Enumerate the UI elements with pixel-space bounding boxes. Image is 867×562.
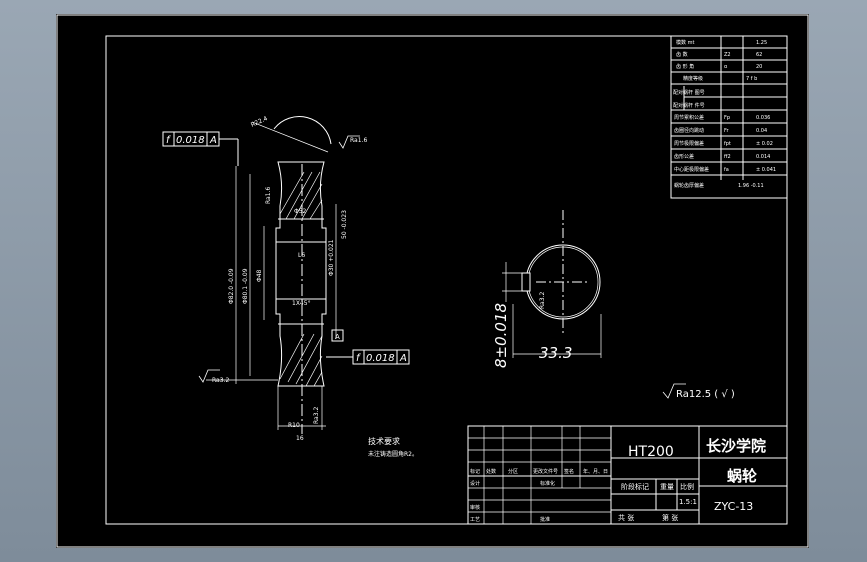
ra32-lower-label: Ra3.2 — [313, 407, 320, 424]
param-sym-7: Fr — [724, 128, 730, 134]
param-label-2: 齿 形 角 — [676, 63, 694, 70]
hatch-upper — [279, 171, 323, 220]
keyway-view: 8±0.018 33.3 Ra3.2 — [492, 210, 602, 368]
datum-a-label: A — [335, 333, 340, 341]
ra32-keyway-label: Ra3.2 — [539, 292, 546, 309]
title-block: HT200 长沙学院 蜗轮 ZYC-13 阶段标记 重量 比例 1.5:1 共 … — [467, 425, 788, 525]
ra-symbol-bottom — [198, 369, 220, 383]
param-value-11: 1.96 -0.11 — [738, 183, 764, 189]
header-mark: 标记 — [470, 468, 480, 475]
fcf-top-symbol: f — [166, 135, 171, 146]
param-value-7: 0.04 — [756, 128, 767, 134]
param-label-5: 配对蜗杆 件号 — [673, 102, 705, 109]
dim-d82-label: Φ82.0 -0.09 — [228, 268, 235, 304]
std-label: 标准化 — [540, 480, 555, 487]
fcf-bottom-value: 0.018 — [366, 353, 395, 364]
param-value-10: ± 0.041 — [756, 167, 776, 173]
param-sym-8: fpt — [724, 141, 731, 147]
param-sym-10: fa — [724, 167, 729, 173]
inner-border — [105, 35, 788, 525]
dim-phi50-label: 50 -0.023 — [341, 210, 348, 239]
school-label: 长沙学院 — [706, 437, 766, 455]
worm-arc — [273, 116, 332, 145]
designer-label: 设计 — [470, 480, 480, 487]
param-sym-6: Fp — [724, 115, 730, 121]
fcf-bottom: f 0.018 A — [326, 349, 410, 365]
param-label-10: 中心距极限偏差 — [674, 166, 709, 173]
drawing-svg: 模数 mt 1.25 齿 数 Z2 62 齿 形 角 α 20 精度等级 7 f… — [56, 14, 809, 548]
param-label-11: 蜗轮齿厚偏差 — [674, 182, 704, 189]
ra16-top-label: Ra1.6 — [350, 137, 367, 144]
scale-label: 比例 — [680, 482, 694, 491]
dim-d80-label: Φ80.1 -0.09 — [242, 268, 249, 304]
fcf-top-value: 0.018 — [176, 135, 205, 146]
header-zone: 分区 — [508, 468, 518, 475]
param-value-1: 62 — [756, 52, 762, 58]
craft-label: 工艺 — [470, 517, 480, 523]
dim-d48-label: Φ48 — [256, 269, 263, 282]
r10-label: R10 — [288, 422, 300, 429]
param-label-6: 周节累积公差 — [674, 114, 704, 121]
param-label-4: 配对蜗杆 图号 — [673, 89, 705, 96]
weight-label: 重量 — [660, 483, 674, 491]
tech-req-title: 技术要求 — [368, 436, 400, 446]
param-sym-9: ff2 — [724, 154, 731, 160]
dim-phi52-label: Φ52 — [294, 208, 307, 215]
r-outer-label: R22.4 — [250, 115, 269, 129]
header-date: 年、月、日 — [583, 468, 608, 475]
param-label-9: 齿形公差 — [674, 153, 694, 160]
part-name-label: 蜗轮 — [727, 467, 757, 485]
dim-16-label: 16 — [296, 435, 304, 442]
header-count: 处数 — [486, 468, 496, 475]
sheet-no-label: 第 张 — [662, 513, 678, 522]
fcf-top: f 0.018 A — [162, 131, 239, 166]
param-value-8: ± 0.02 — [756, 141, 773, 147]
fcf-bottom-datum: A — [399, 353, 407, 364]
param-value-2: 20 — [756, 64, 762, 70]
general-roughness-label: Ra12.5 ( √ ) — [676, 389, 735, 400]
stage-label: 阶段标记 — [621, 482, 649, 491]
header-change: 更改文件号 — [533, 468, 558, 475]
fcf-bottom-symbol: f — [356, 353, 361, 364]
keyway-slot — [521, 272, 531, 292]
total-sheets-label: 共 张 — [618, 513, 634, 522]
hatch-lower — [279, 333, 323, 387]
gear-outline — [275, 161, 327, 387]
fcf-top-datum: A — [209, 135, 217, 146]
datum-a-box — [331, 329, 344, 342]
keyway-width-label: 8±0.018 — [492, 303, 510, 368]
param-label-8: 周节极限偏差 — [674, 140, 704, 147]
tech-req-body: 未注铸造圆角R2。 — [368, 450, 418, 458]
general-roughness-symbol — [662, 383, 686, 399]
checker-label: 审核 — [470, 504, 480, 511]
outer-border — [56, 14, 809, 548]
param-table: 模数 mt 1.25 齿 数 Z2 62 齿 形 角 α 20 精度等级 7 f… — [670, 35, 788, 199]
gear-section-view: f 0.018 A f 0.018 A A R22.4 — [162, 115, 410, 442]
ra32-bottom-label: Ra3.2 — [212, 377, 229, 384]
param-sym-1: Z2 — [724, 52, 731, 58]
drawing-no-label: ZYC-13 — [714, 500, 753, 513]
dim-l6-label: L6 — [298, 252, 305, 259]
dim-chamfer-label: 1X45° — [292, 300, 311, 307]
param-value-9: 0.014 — [756, 154, 770, 160]
param-value-0: 1.25 — [756, 40, 767, 46]
param-label-7: 齿圈径向跳动 — [674, 127, 704, 134]
header-sign: 签名 — [564, 468, 574, 475]
param-value-3: 7 f b — [746, 76, 757, 82]
drawing-canvas[interactable]: 模数 mt 1.25 齿 数 Z2 62 齿 形 角 α 20 精度等级 7 f… — [56, 14, 809, 548]
param-label-3: 精度等级 — [683, 75, 703, 82]
keyway-depth-label: 33.3 — [539, 344, 572, 362]
ra16-side-label: Ra1.6 — [265, 187, 272, 204]
dim-d30-label: Φ30 +0.021 — [328, 239, 335, 276]
param-value-6: 0.036 — [756, 115, 770, 121]
param-label-1: 齿 数 — [676, 51, 688, 58]
scale-value: 1.5:1 — [679, 498, 697, 506]
approve-label: 批准 — [540, 516, 550, 523]
ra-symbol-top — [338, 135, 360, 149]
material-label: HT200 — [628, 444, 674, 460]
param-label-0: 模数 mt — [676, 39, 694, 46]
param-sym-2: α — [724, 64, 728, 70]
